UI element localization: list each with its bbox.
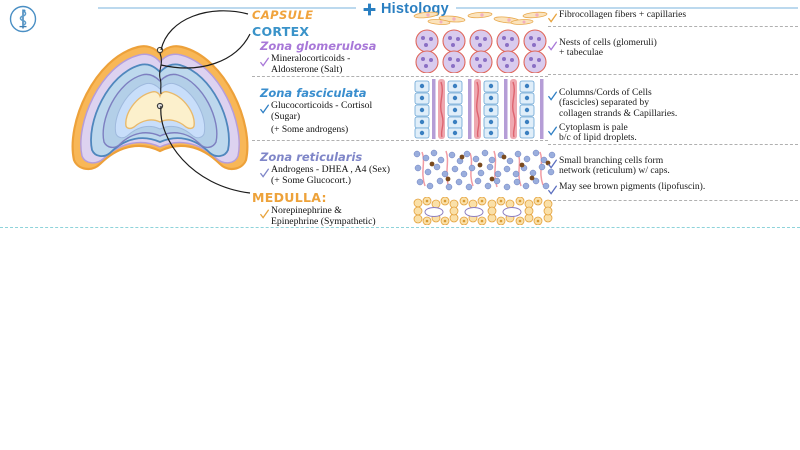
section-medulla-label: MEDULLA: Norepinephrine & Epinephrine (S… (252, 190, 412, 227)
note-fasciculata-cytoplasm-text: Cytoplasm is pale b/c of lipid droplets. (559, 122, 637, 144)
separator-glomerulosa (252, 76, 548, 77)
adrenal-gland-cross-section (60, 20, 260, 185)
note-glomerulosa-text: Nests of cells (glomeruli) + tabeculae (559, 37, 657, 59)
note-fasciculata-columns: Columns/Cords of Cells (fascicles) separ… (548, 87, 678, 119)
zona-fasciculata-columns-strip (412, 79, 557, 139)
note-fasciculata-columns-text: Columns/Cords of Cells (fascicles) separ… (559, 87, 678, 119)
zona-fasciculata-heading: Zona fasciculata (260, 86, 367, 100)
zona-fasciculata-sub-note: (+ Some androgens) (271, 125, 349, 136)
check-icon (260, 102, 269, 114)
zona-fasciculata-bullet: Glucocorticoids - Cortisol (Sugar) (260, 100, 420, 122)
check-icon (260, 166, 269, 178)
separator-right-reticularis (548, 200, 798, 201)
check-icon (548, 157, 557, 169)
capsule-fibroblast-strip (412, 9, 557, 26)
check-icon (260, 55, 269, 67)
section-cortex-label: CORTEX (252, 23, 412, 39)
zona-glomerulosa-nests-strip (412, 29, 557, 74)
separator-right-glomerulosa (548, 74, 798, 75)
section-zona-fasciculata-label: Zona fasciculata Glucocorticoids - Corti… (260, 86, 420, 136)
section-capsule-label: CAPSULE (252, 8, 412, 22)
medulla-bullet: Norepinephrine & Epinephrine (Sympatheti… (260, 205, 412, 227)
asclepius-rod-logo (8, 4, 38, 34)
note-reticularis-pigment: May see brown pigments (lipofuscin). (548, 181, 706, 195)
zona-reticularis-bullet-text: Androgens - DHEA , A4 (Sex) (+ Some Gluc… (271, 164, 390, 186)
check-icon (548, 39, 557, 51)
medulla-bullet-text: Norepinephrine & Epinephrine (Sympatheti… (271, 205, 376, 227)
capsule-anchor-dot (156, 46, 164, 54)
note-fasciculata-cytoplasm: Cytoplasm is pale b/c of lipid droplets. (548, 122, 637, 144)
check-icon (260, 207, 269, 219)
note-reticularis-network: Small branching cells form network (reti… (548, 155, 670, 177)
check-icon (548, 89, 557, 101)
medulla-heading: MEDULLA: (252, 190, 327, 205)
check-icon (548, 11, 557, 23)
note-glomerulosa: Nests of cells (glomeruli) + tabeculae (548, 37, 657, 59)
zona-fasciculata-bullet-text: Glucocorticoids - Cortisol (Sugar) (271, 100, 373, 122)
section-zona-reticularis-label: Zona reticularis Androgens - DHEA , A4 (… (260, 150, 420, 186)
zona-glomerulosa-bullet: Mineralocorticoids - Aldosterone (Salt) (260, 53, 420, 75)
medullary-vein (424, 207, 522, 217)
note-reticularis-pigment-text: May see brown pigments (lipofuscin). (559, 181, 706, 192)
medulla-anchor-dot (156, 102, 164, 110)
separator-right-capsule (548, 26, 798, 27)
medical-cross-icon (363, 3, 376, 16)
check-icon (548, 183, 557, 195)
note-capsule-text: Fibrocollagen fibers + capillaries (559, 9, 687, 20)
medulla-chromaffin-cells-strip (412, 196, 557, 226)
zona-reticularis-bullet: Androgens - DHEA , A4 (Sex) (+ Some Gluc… (260, 164, 420, 186)
check-icon (548, 124, 557, 136)
zona-glomerulosa-heading: Zona glomerulosa (260, 39, 377, 53)
note-capsule: Fibrocollagen fibers + capillaries (548, 9, 687, 23)
separator-right-fasciculata (548, 144, 798, 145)
bottom-divider-rule (0, 227, 800, 228)
capsule-heading: CAPSULE (252, 8, 314, 22)
zona-glomerulosa-bullet-text: Mineralocorticoids - Aldosterone (Salt) (271, 53, 351, 75)
zona-reticularis-heading: Zona reticularis (260, 150, 363, 164)
lipofuscin-pigment (429, 154, 551, 182)
zona-reticularis-network-strip (412, 148, 557, 193)
note-reticularis-network-text: Small branching cells form network (reti… (559, 155, 670, 177)
cortex-heading: CORTEX (252, 24, 310, 39)
section-zona-glomerulosa-label: Zona glomerulosa Mineralocorticoids - Al… (260, 39, 420, 75)
separator-fasciculata (252, 140, 548, 141)
